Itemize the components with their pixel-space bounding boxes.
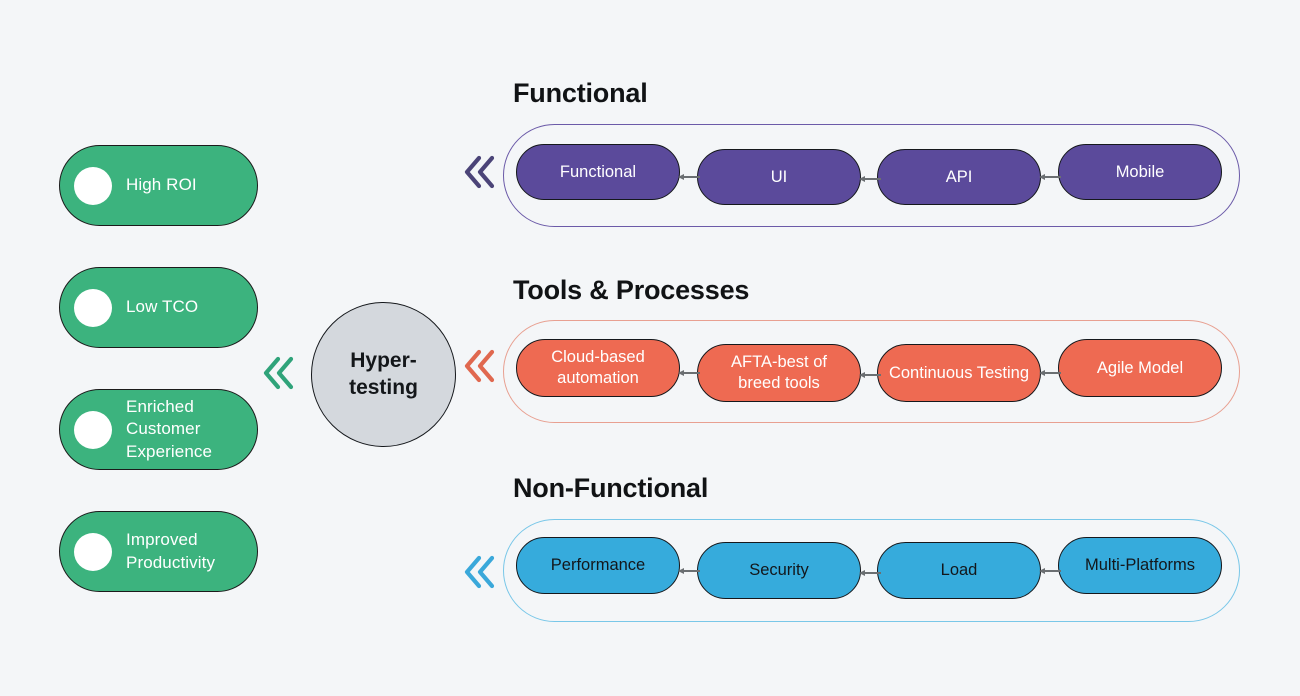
connector-arrow [677, 366, 701, 380]
benefit-label: Low TCO [126, 297, 199, 317]
connector-arrow [858, 172, 882, 186]
category-row-functional: Functional Functional UI API Mobile [503, 78, 1240, 238]
benefit-label: Improved Productivity [126, 530, 216, 572]
node-label: API [945, 167, 973, 186]
connector-arrow [1038, 366, 1062, 380]
circle-bullet-icon [74, 532, 112, 571]
node-functional-mobile[interactable]: Mobile [1058, 144, 1222, 200]
category-title-nonfunctional: Non-Functional [513, 473, 709, 503]
chevron-hub-left-icon [262, 353, 296, 393]
node-label: Performance [550, 556, 646, 575]
benefit-pill-improved-productivity[interactable]: Improved Productivity [59, 511, 258, 592]
node-label: Load [940, 561, 978, 580]
benefit-label: High ROI [126, 175, 197, 195]
node-nonfunctional-security[interactable]: Security [697, 542, 861, 599]
chevron-tools-icon [463, 346, 497, 386]
benefit-pill-low-tco[interactable]: Low TCO [59, 267, 258, 348]
node-label: Security [749, 561, 809, 580]
connector-arrow [1038, 564, 1062, 578]
node-nonfunctional-multi-platforms[interactable]: Multi-Platforms [1058, 537, 1222, 594]
node-functional-functional[interactable]: Functional [516, 144, 680, 200]
node-label: Multi-Platforms [1084, 556, 1195, 575]
category-title-functional: Functional [513, 78, 648, 108]
hub-label-line1: Hyper- [350, 348, 417, 372]
category-row-tools: Tools & Processes Cloud-based automation… [503, 275, 1240, 435]
benefit-pill-enriched-customer-experience[interactable]: Enriched Customer Experience [59, 389, 258, 470]
hub-label: Hyper- testing [349, 348, 418, 402]
hub-node-hyper-testing[interactable]: Hyper- testing [311, 302, 456, 447]
node-functional-ui[interactable]: UI [697, 149, 861, 205]
node-tools-cloud-based-automation[interactable]: Cloud-based automation [516, 339, 680, 397]
node-tools-continuous-testing[interactable]: Continuous Testing [877, 344, 1041, 402]
connector-arrow [1038, 170, 1062, 184]
node-tools-agile-model[interactable]: Agile Model [1058, 339, 1222, 397]
connector-arrow [858, 566, 882, 580]
node-label: Continuous Testing [888, 363, 1030, 382]
circle-bullet-icon [74, 166, 112, 205]
benefit-pill-high-roi[interactable]: High ROI [59, 145, 258, 226]
category-container-tools [503, 320, 1240, 423]
node-functional-api[interactable]: API [877, 149, 1041, 205]
node-label: Agile Model [1096, 358, 1184, 377]
node-label: Mobile [1115, 162, 1165, 181]
connector-arrow [677, 564, 701, 578]
circle-bullet-icon [74, 410, 112, 449]
hub-label-line2: testing [349, 375, 418, 399]
category-container-nonfunctional [503, 519, 1240, 622]
connector-arrow [677, 170, 701, 184]
node-nonfunctional-performance[interactable]: Performance [516, 537, 680, 594]
circle-bullet-icon [74, 288, 112, 327]
benefit-label: Enriched Customer Experience [126, 396, 213, 461]
category-container-functional [503, 124, 1240, 227]
node-label: UI [770, 167, 788, 186]
category-title-tools: Tools & Processes [513, 275, 750, 305]
connector-arrow [858, 368, 882, 382]
node-tools-afta-best-of-breed-tools[interactable]: AFTA-best of breed tools [697, 344, 861, 402]
node-label: Functional [559, 162, 637, 181]
chevron-nonfunctional-icon [463, 552, 497, 592]
category-row-nonfunctional: Non-Functional Performance Security Load… [503, 473, 1240, 633]
chevron-functional-icon [463, 152, 497, 192]
node-nonfunctional-load[interactable]: Load [877, 542, 1041, 599]
node-label: Cloud-based automation [551, 348, 645, 387]
node-label: AFTA-best of breed tools [731, 353, 827, 392]
